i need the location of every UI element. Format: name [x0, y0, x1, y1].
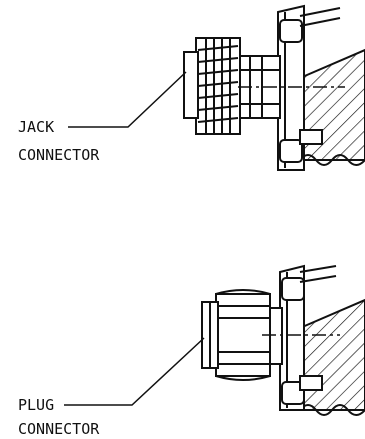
jack-label-line2: CONNECTOR [18, 146, 100, 164]
plug-connector-drawing [64, 264, 365, 416]
jack-front-face [183, 51, 199, 119]
plug-panel [299, 298, 365, 416]
plug-flange [279, 264, 337, 411]
jack-panel [299, 48, 365, 166]
jack-label-line1: JACK [18, 118, 54, 136]
plug-label-line1: PLUG [18, 396, 54, 414]
plug-collar [269, 307, 283, 365]
jack-connector-drawing [68, 4, 365, 171]
jack-pointer-line [68, 71, 187, 128]
plug-pointer-line [64, 337, 205, 406]
plug-coupling-nut [215, 289, 271, 381]
jack-flange [277, 4, 341, 171]
plug-front [201, 301, 219, 369]
plug-label-line2: CONNECTOR [18, 420, 100, 438]
jack-threads [195, 37, 241, 135]
